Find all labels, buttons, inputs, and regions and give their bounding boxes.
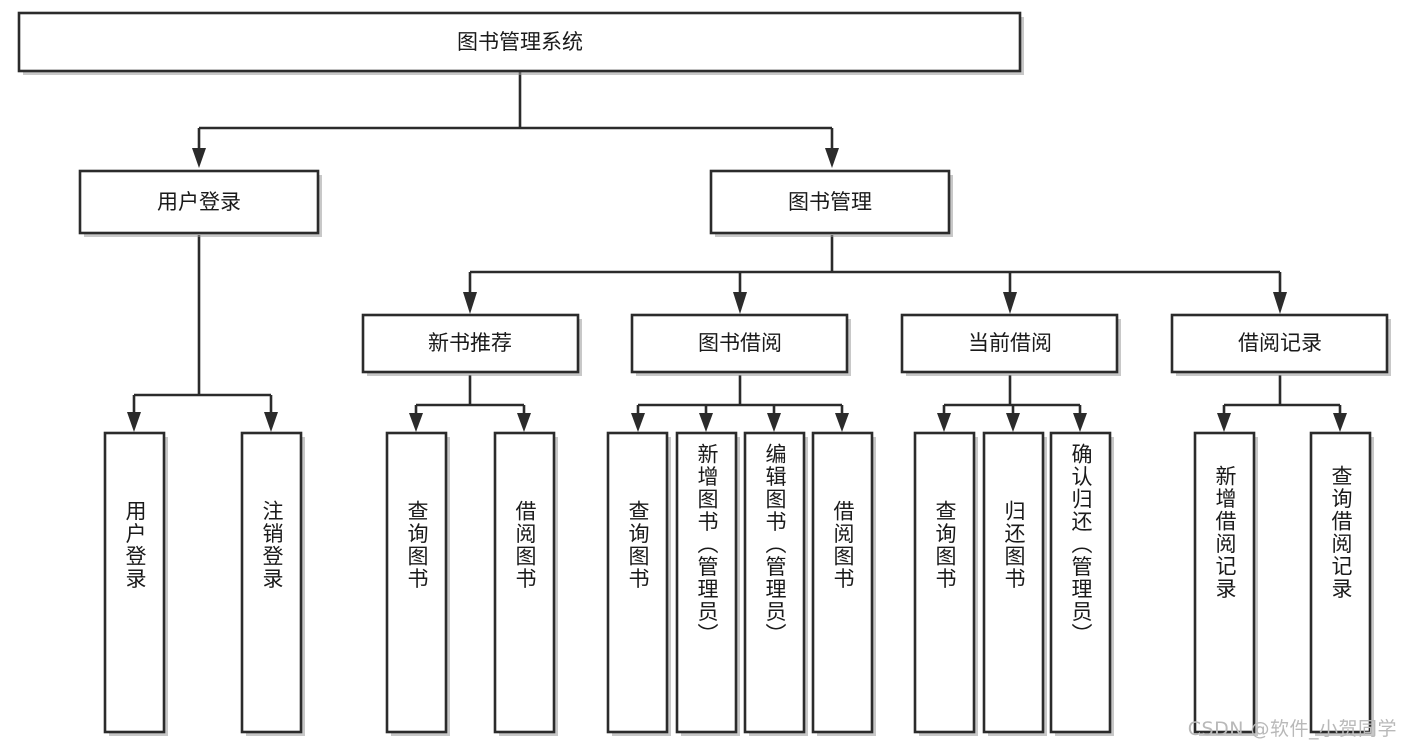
arrow-to-user-login xyxy=(192,148,206,168)
node-borrow-record-label: 借阅记录 xyxy=(1238,331,1322,355)
node-book-management[interactable]: 图书管理 xyxy=(709,169,953,237)
node-leaf-user-login[interactable] xyxy=(103,431,168,736)
node-book-borrow-label: 图书借阅 xyxy=(698,331,782,355)
node-leaf-query-book-1[interactable] xyxy=(385,431,450,736)
arrow-to-book-management xyxy=(825,148,839,168)
node-user-login-label: 用户登录 xyxy=(157,190,241,214)
node-leaf-return-book[interactable] xyxy=(982,431,1047,736)
arrow-to-borrow-record xyxy=(1273,292,1287,314)
arrow-to-leaf-confirm-return xyxy=(1073,413,1087,432)
arrow-to-new-book-recommend xyxy=(463,292,477,314)
arrow-to-leaf-query-book-1 xyxy=(409,413,423,432)
arrow-to-leaf-query-record xyxy=(1333,413,1347,432)
node-leaf-add-record[interactable] xyxy=(1193,431,1258,736)
node-leaf-query-book-3[interactable] xyxy=(913,431,978,736)
arrow-to-leaf-borrow-book-1 xyxy=(517,413,531,432)
node-leaf-query-book-2[interactable] xyxy=(606,431,671,736)
connector-current-borrow-to-leaves xyxy=(937,375,1087,432)
connector-book-management-to-level3 xyxy=(463,235,1287,314)
node-leaf-query-record[interactable] xyxy=(1309,431,1374,736)
arrow-to-current-borrow xyxy=(1003,292,1017,314)
node-leaf-borrow-book-1[interactable] xyxy=(493,431,558,736)
node-current-borrow[interactable]: 当前借阅 xyxy=(900,313,1121,376)
node-root-label: 图书管理系统 xyxy=(457,30,583,54)
node-leaf-add-book[interactable] xyxy=(675,431,740,736)
node-book-borrow[interactable]: 图书借阅 xyxy=(630,313,851,376)
node-book-management-label: 图书管理 xyxy=(788,190,872,214)
arrow-to-book-borrow xyxy=(733,292,747,314)
arrow-to-leaf-return-book xyxy=(1006,413,1020,432)
connector-book-borrow-to-leaves xyxy=(631,375,849,432)
connector-root-to-level2 xyxy=(192,72,839,168)
arrow-to-leaf-query-book-3 xyxy=(937,413,951,432)
node-new-book-recommend[interactable]: 新书推荐 xyxy=(361,313,582,376)
node-leaf-borrow-book-2[interactable] xyxy=(811,431,876,736)
node-leaf-edit-book[interactable] xyxy=(743,431,808,736)
node-borrow-record[interactable]: 借阅记录 xyxy=(1170,313,1391,376)
arrow-to-leaf-user-logout xyxy=(264,412,278,432)
arrow-to-leaf-query-book-2 xyxy=(631,413,645,432)
arrow-to-leaf-add-book xyxy=(699,413,713,432)
arrow-to-leaf-user-login xyxy=(127,412,141,432)
arrow-to-leaf-add-record xyxy=(1217,413,1231,432)
node-new-book-recommend-label: 新书推荐 xyxy=(428,331,512,355)
connector-user-login-to-leaves xyxy=(127,235,278,432)
arrow-to-leaf-edit-book xyxy=(767,413,781,432)
node-leaf-confirm-return[interactable] xyxy=(1049,431,1114,736)
node-root[interactable]: 图书管理系统 xyxy=(17,11,1024,75)
connector-new-book-recommend-to-leaves xyxy=(409,375,531,432)
arrow-to-leaf-borrow-book-2 xyxy=(835,413,849,432)
node-leaf-user-logout[interactable] xyxy=(240,431,305,736)
node-current-borrow-label: 当前借阅 xyxy=(968,331,1052,355)
node-user-login[interactable]: 用户登录 xyxy=(78,169,322,237)
connector-borrow-record-to-leaves xyxy=(1217,375,1347,432)
